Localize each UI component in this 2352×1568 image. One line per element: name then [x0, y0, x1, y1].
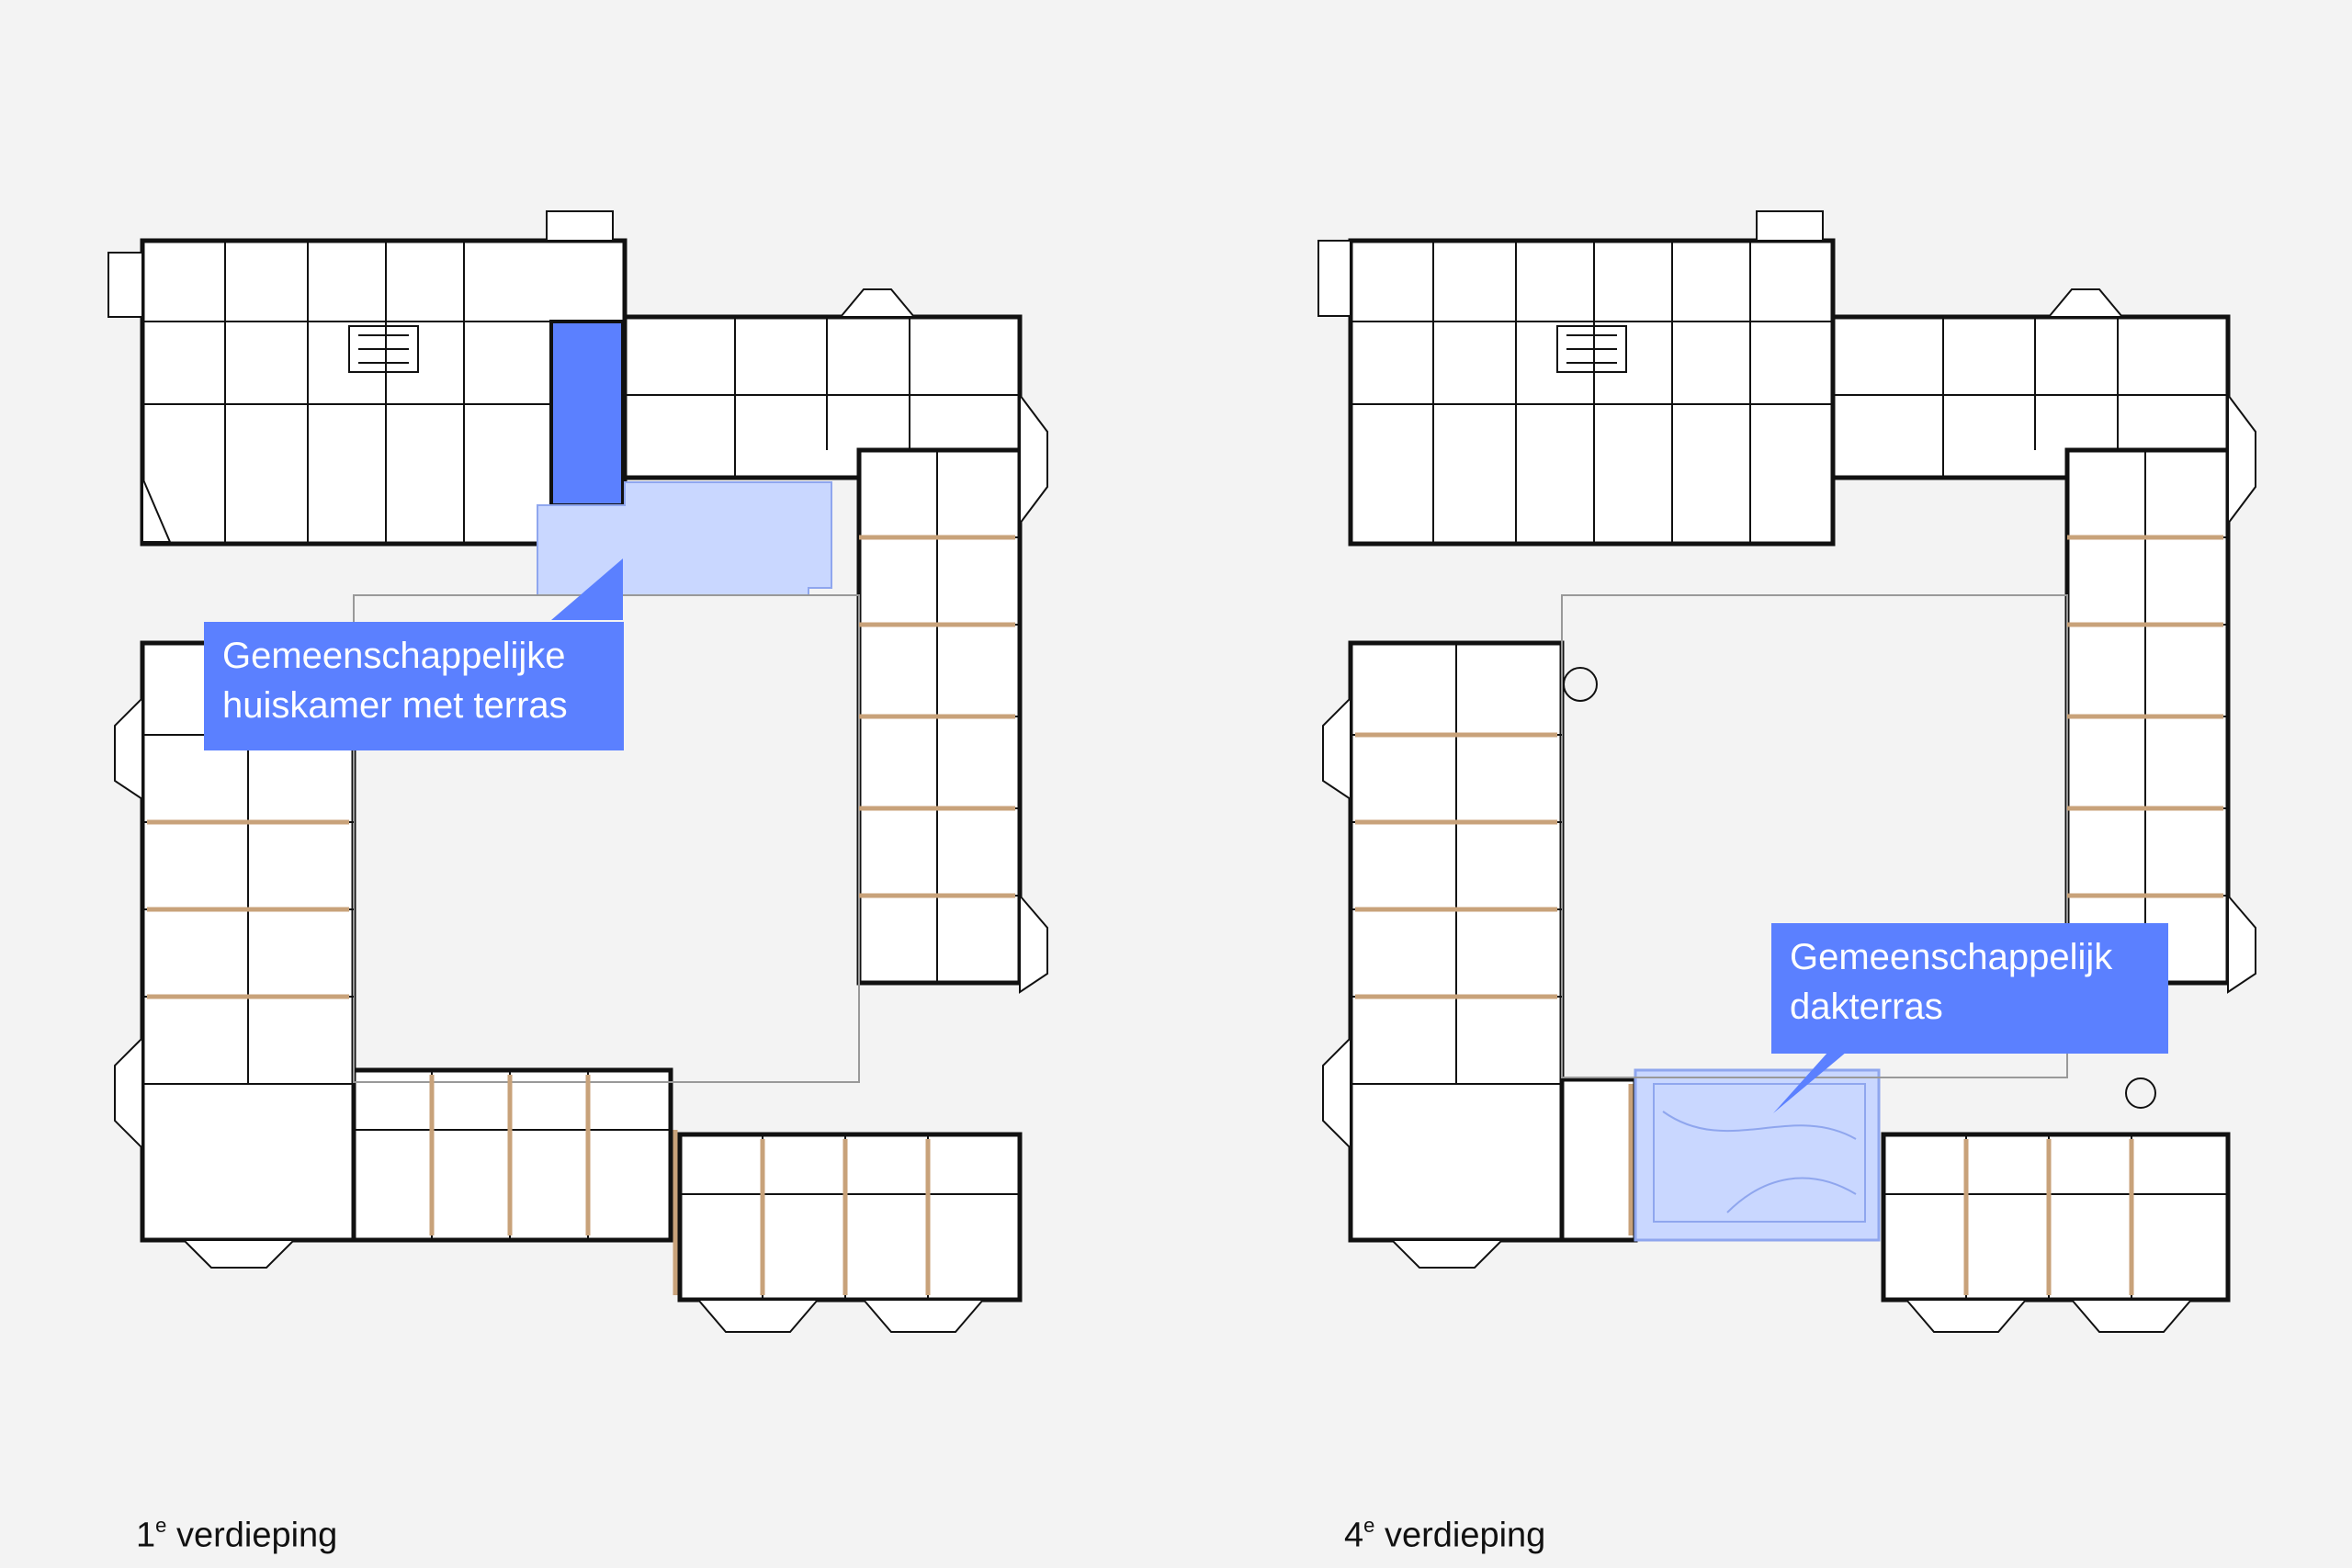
- stair-core: [348, 325, 419, 373]
- beams-left: [147, 819, 349, 999]
- floor-label: verdieping: [175, 1516, 338, 1555]
- terrace-planter: [1653, 1083, 1866, 1223]
- bay-window: [1322, 695, 1351, 801]
- callout-line-2: huiskamer met terras: [222, 685, 568, 726]
- bay-window: [861, 1299, 986, 1333]
- spiral-stair: [2125, 1077, 2156, 1109]
- callout-line-1: Gemeenschappelijke: [222, 636, 566, 676]
- callout-line-2: dakterras: [1790, 987, 1943, 1027]
- bay-window: [114, 695, 143, 801]
- callout-living-room: Gemeenschappelijke huiskamer met terras: [204, 622, 624, 750]
- terrace-curve: [1726, 1177, 1857, 1213]
- floor-suffix: e: [1363, 1514, 1375, 1537]
- wing-bottom-right: [677, 1132, 1023, 1303]
- terrace-curve: [1662, 1111, 1857, 1140]
- bay-window: [2046, 288, 2125, 318]
- bay-window: [838, 288, 917, 318]
- wing-top-left: [1348, 238, 1836, 547]
- callout-roof-terrace: Gemeenschappelijk dakterras: [1771, 923, 2168, 1054]
- plan-4-drawing: [1317, 210, 2256, 1333]
- highlight-roof-terrace: [1634, 1068, 1881, 1242]
- room-walls-top: [142, 241, 1020, 544]
- balcony-left: [1317, 240, 1351, 317]
- bay-window: [695, 1299, 820, 1333]
- bay-window: [1389, 1239, 1505, 1269]
- callout-tail-2: [1773, 1052, 1847, 1113]
- balcony-top: [1756, 210, 1824, 242]
- callout-tail-1: [551, 558, 623, 620]
- balcony-left: [107, 252, 143, 318]
- floor-suffix: e: [155, 1514, 167, 1537]
- callout-line-1: Gemeenschappelijk: [1790, 937, 2113, 977]
- beams-right: [2067, 535, 2223, 898]
- bay-window: [1019, 893, 1048, 994]
- bay-window: [181, 1239, 297, 1269]
- beams-left: [1355, 732, 1634, 1235]
- caption-floor-4: 4e verdieping: [1344, 1514, 1546, 1556]
- beams-right: [859, 535, 1015, 898]
- spiral-stair: [1563, 667, 1598, 702]
- floor-label: verdieping: [1384, 1516, 1546, 1555]
- floor-number: 1: [136, 1516, 156, 1555]
- caption-floor-1: 1e verdieping: [136, 1514, 338, 1556]
- bay-window: [2069, 1299, 2194, 1333]
- bay-window: [2227, 392, 2256, 526]
- wing-bottom-right: [1881, 1132, 2231, 1303]
- balcony-top: [546, 210, 614, 242]
- wing-top-left: [140, 238, 628, 547]
- beams-bottom: [1963, 1139, 2134, 1295]
- room-walls-top: [1351, 241, 2228, 544]
- plan-1-drawing: [107, 210, 1048, 1333]
- floor-number: 4: [1344, 1516, 1364, 1555]
- bay-window: [1322, 1035, 1351, 1151]
- bay-window: [2227, 893, 2256, 994]
- bay-window: [1904, 1299, 2029, 1333]
- beams-bottom: [429, 1075, 931, 1295]
- bay-window: [1019, 392, 1048, 526]
- bay-window: [114, 1035, 143, 1151]
- stair-core: [1556, 325, 1627, 373]
- bay-window: [141, 477, 172, 543]
- wing-bottom-left: [1559, 1077, 1638, 1243]
